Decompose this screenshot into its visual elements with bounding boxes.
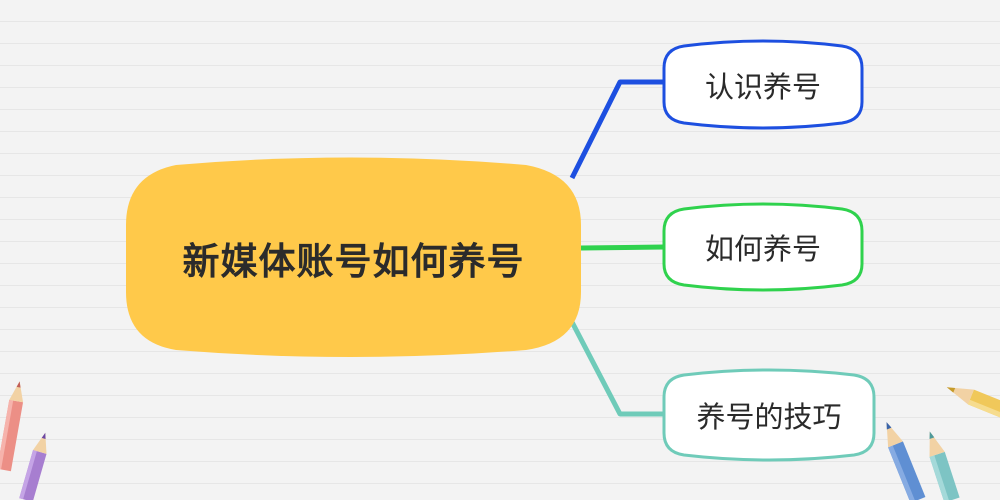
branch-node-2[interactable]: 如何养号 xyxy=(662,206,864,288)
connector-line-2 xyxy=(580,244,665,251)
pencil-icon xyxy=(19,432,47,500)
pencil-icon xyxy=(0,381,24,472)
pencil-icon xyxy=(886,422,926,500)
central-topic-shape xyxy=(126,157,581,357)
branch-node-3[interactable]: 养号的技巧 xyxy=(662,372,876,458)
pencil-icon xyxy=(929,431,960,500)
branch-node-shape-3 xyxy=(662,368,876,462)
central-topic-node[interactable]: 新媒体账号如何养号 xyxy=(126,160,581,356)
branch-label: 如何养号 xyxy=(704,232,821,266)
central-topic-label: 新媒体账号如何养号 xyxy=(182,240,525,283)
pencil-icon xyxy=(946,387,1000,420)
branch-label: 养号的技巧 xyxy=(696,400,842,434)
branch-node-1[interactable]: 认识养号 xyxy=(662,44,864,126)
connector-line-3 xyxy=(569,320,664,417)
connector-line-1 xyxy=(569,79,664,180)
branch-label: 认识养号 xyxy=(704,70,821,104)
branch-node-shape-1 xyxy=(662,39,864,130)
branch-node-shape-2 xyxy=(662,202,864,292)
